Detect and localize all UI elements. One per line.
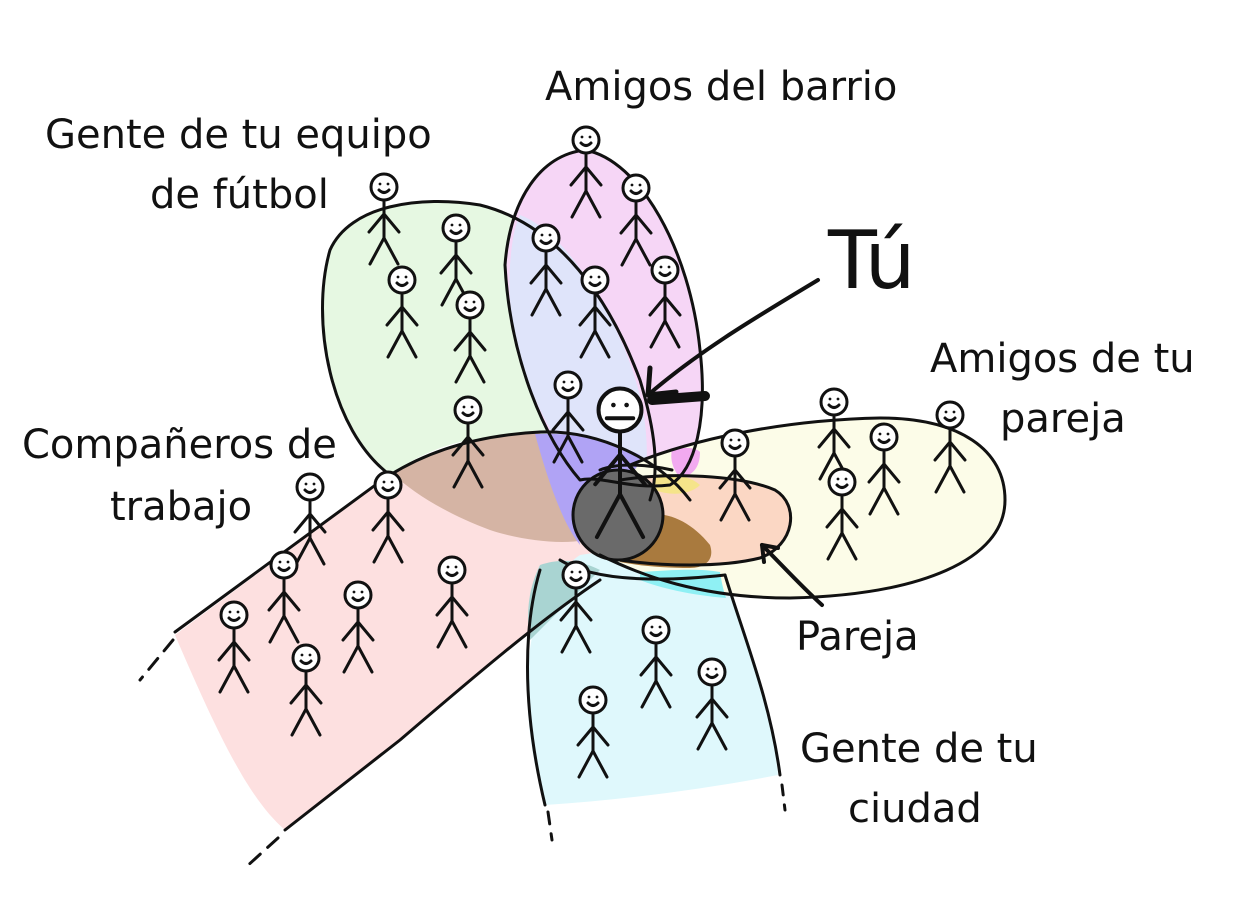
pareja-arrow [760,543,824,607]
label-ciudad-line2: ciudad [848,786,982,832]
person-stick-figure [367,172,401,266]
person-stick-figure [648,255,682,349]
person-stick-figure [371,470,405,564]
person-stick-figure [529,223,563,317]
person-stick-figure [695,657,729,751]
label-pareja: Pareja [796,614,919,660]
person-stick-figure [453,290,487,384]
person-stick-figure [867,422,901,516]
region-ciudad [527,551,778,805]
label-futbol-line1: Gente de tu equipo [45,112,432,158]
label-amigos-pareja-line1: Amigos de tu [930,336,1195,382]
person-stick-figure [267,550,301,644]
person-stick-figure [718,428,752,522]
label-tu: Tú [827,214,915,307]
person-stick-figure [825,467,859,561]
person-stick-figure [559,560,593,654]
region-outlines [138,148,1007,870]
stick-figures [217,125,967,779]
person-stick-figure [551,370,585,464]
person-stick-figure [619,173,653,267]
person-stick-figure [933,400,967,494]
label-amigos-pareja-line2: pareja [1000,396,1126,442]
person-stick-figure [289,643,323,737]
label-ciudad-line1: Gente de tu [800,726,1038,772]
label-trabajo-line1: Compañeros de [22,422,337,468]
person-stick-figure [451,395,485,489]
person-stick-figure [569,125,603,219]
person-stick-figure [576,685,610,779]
person-stick-figure [435,555,469,649]
person-stick-figure [578,265,612,359]
label-trabajo-line2: trabajo [110,484,252,530]
tu-arrow [645,278,820,405]
person-stick-figure [817,387,851,481]
person-stick-figure [385,265,419,359]
label-barrio: Amigos del barrio [545,64,897,110]
person-stick-figure [217,600,251,694]
person-stick-figure [293,472,327,566]
you-stick-figure [593,386,647,540]
region-trabajo-futbol-overlap [392,433,585,542]
person-stick-figure [639,615,673,709]
person-stick-figure [341,580,375,674]
label-futbol-line2: de fútbol [150,172,329,218]
